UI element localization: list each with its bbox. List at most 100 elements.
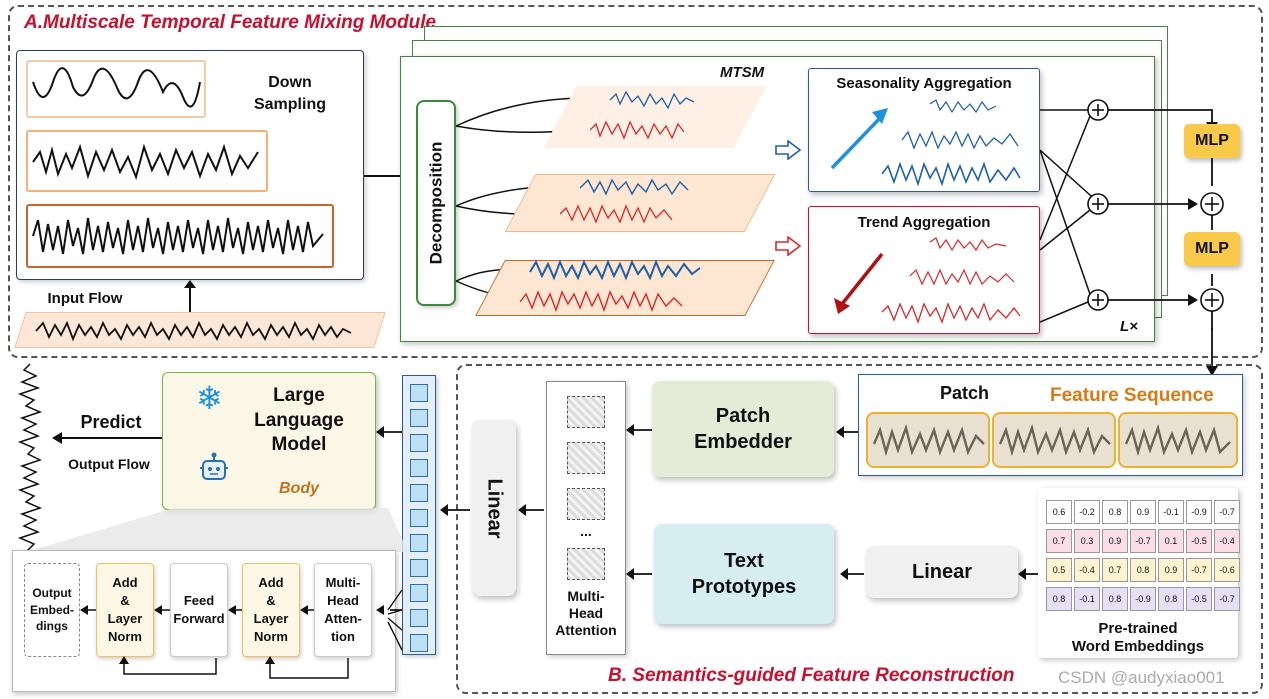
predict-label: Predict bbox=[80, 412, 142, 432]
embedding-cell: -0.9 bbox=[1130, 587, 1156, 611]
hollow-arrow-blue bbox=[775, 140, 802, 160]
wave-level-1 bbox=[26, 60, 206, 118]
seasonality-aggregation-box bbox=[808, 68, 1040, 192]
token-cell bbox=[410, 459, 428, 477]
linear-vertical-block: Linear bbox=[472, 420, 516, 596]
input-flow-wave bbox=[14, 312, 386, 348]
body-zoom-lines bbox=[26, 508, 408, 552]
body-mha-l2: Head bbox=[327, 592, 359, 608]
add-norm-1-l1: Add bbox=[112, 574, 138, 590]
lx-label: L× bbox=[1120, 318, 1138, 335]
wave-level-2 bbox=[26, 130, 268, 192]
embedding-cell: 0.6 bbox=[1046, 500, 1072, 524]
llm-label: Large Language Model bbox=[226, 384, 372, 458]
token-cell bbox=[410, 559, 428, 577]
add-norm-2-l1: Add bbox=[258, 574, 284, 590]
section-b-container bbox=[456, 364, 1263, 694]
embedding-cell: 0.9 bbox=[1158, 558, 1184, 582]
mha-head-n bbox=[567, 548, 605, 580]
linear-block-b: Linear bbox=[866, 546, 1018, 598]
mtsm-label: MTSM bbox=[720, 64, 765, 81]
text-prototypes-block: Text Prototypes bbox=[654, 524, 834, 624]
embedding-cell: 0.5 bbox=[1046, 558, 1072, 582]
decomposition-block: Decomposition bbox=[416, 100, 456, 306]
add-norm-1-l2: & bbox=[120, 592, 130, 608]
llm-label-line3: Model bbox=[271, 434, 327, 456]
embedding-cell: -0.4 bbox=[1214, 529, 1240, 553]
mlp-block-1: MLP bbox=[1184, 124, 1240, 158]
token-cell bbox=[410, 634, 428, 652]
mha-column: ... bbox=[546, 381, 626, 655]
token-cell bbox=[410, 609, 428, 627]
token-cell bbox=[410, 409, 428, 427]
feed-forward-l1: Feed bbox=[183, 592, 215, 608]
component-scale-2-waves bbox=[560, 178, 689, 224]
embedding-cell: -0.7 bbox=[1214, 587, 1240, 611]
down-label-line1: Down bbox=[268, 74, 312, 91]
down-sampling-label: Down Sampling bbox=[240, 72, 340, 115]
tokens-to-llm-arrow bbox=[376, 426, 402, 438]
body-mha-l3: Atten- bbox=[324, 611, 362, 626]
embedding-cell: -0.5 bbox=[1186, 587, 1212, 611]
embedding-cell: -0.1 bbox=[1074, 587, 1100, 611]
mlp-block-2: MLP bbox=[1184, 232, 1240, 266]
add-norm-1-l3: Layer bbox=[107, 611, 143, 626]
tokens-to-body-arrows bbox=[387, 589, 403, 651]
mha-dots: ... bbox=[580, 523, 592, 539]
input-flow-label: Input Flow bbox=[47, 290, 123, 307]
llm-label-line2: Language bbox=[254, 409, 344, 431]
wave-level-3 bbox=[26, 204, 334, 268]
text-prototypes-line2: Prototypes bbox=[691, 576, 797, 598]
token-cell bbox=[410, 384, 428, 402]
mha-to-linear-arrow bbox=[518, 504, 544, 516]
token-cell bbox=[410, 534, 428, 552]
body-detail-arrows bbox=[80, 605, 402, 679]
output-embeddings-l1: Output bbox=[32, 585, 72, 600]
add-norm-2-l2: & bbox=[266, 592, 276, 608]
patch-2 bbox=[992, 412, 1116, 468]
add-norm-2-l4: Norm bbox=[254, 629, 288, 645]
section-b-title: B. Semantics-guided Feature Reconstructi… bbox=[608, 665, 1015, 686]
mixing-network bbox=[1040, 99, 1224, 330]
prototypes-to-mha-arrow bbox=[626, 568, 652, 580]
input-to-downsample-arrow bbox=[184, 280, 196, 312]
patch-to-embedder-arrow bbox=[836, 426, 858, 438]
feature-sequence-label: Feature Sequence bbox=[1050, 385, 1214, 406]
patch-1 bbox=[866, 412, 990, 468]
llm-to-output-arrow bbox=[52, 432, 162, 444]
embedding-cell: 0.7 bbox=[1046, 529, 1072, 553]
token-column bbox=[402, 375, 436, 655]
output-flow-wave bbox=[17, 363, 43, 557]
patch-embedder-block: Patch Embedder bbox=[652, 381, 834, 477]
add-norm-2-l3: Layer bbox=[253, 611, 289, 626]
section-a-container bbox=[8, 5, 1263, 358]
body-mha-l1: Multi- bbox=[325, 574, 361, 590]
patch-3 bbox=[1118, 412, 1238, 468]
down-label-line2: Sampling bbox=[253, 95, 326, 113]
token-cell bbox=[410, 584, 428, 602]
embedding-cell: -0.7 bbox=[1130, 529, 1156, 553]
token-cell bbox=[410, 509, 428, 527]
to-feature-sequence-arrow bbox=[1206, 328, 1218, 376]
hollow-arrow-red bbox=[775, 236, 802, 256]
feed-forward-l2: Forward bbox=[173, 611, 225, 626]
patch-embedder-line1: Patch bbox=[715, 405, 771, 427]
embedding-cell: -0.5 bbox=[1186, 529, 1212, 553]
embedding-cell: 0.9 bbox=[1130, 500, 1156, 524]
linear-to-prototypes-arrow bbox=[840, 568, 864, 580]
mha-head-2 bbox=[567, 442, 605, 474]
mha-head-3 bbox=[567, 488, 605, 520]
output-flow-label: Output Flow bbox=[68, 456, 150, 472]
embedding-cell: -0.4 bbox=[1074, 558, 1100, 582]
output-embeddings-l2: Embed- bbox=[29, 602, 74, 617]
embedding-cell: 0.8 bbox=[1130, 558, 1156, 582]
embedding-cell: 0.8 bbox=[1158, 587, 1184, 611]
embedding-cell: 0.9 bbox=[1102, 529, 1128, 553]
embedding-cell: -0.9 bbox=[1186, 500, 1212, 524]
